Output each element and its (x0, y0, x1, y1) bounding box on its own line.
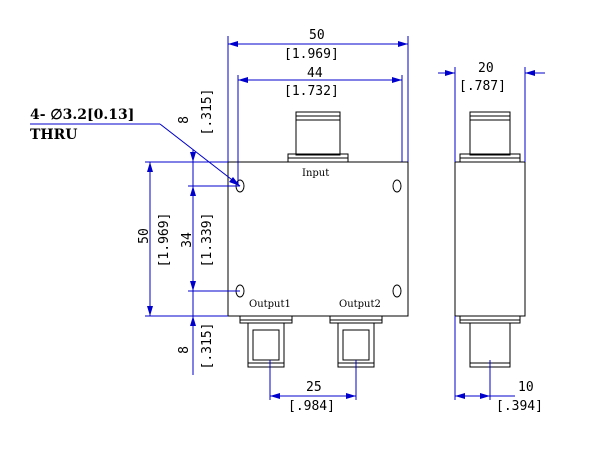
mounting-hole-top-right (392, 179, 402, 193)
front-view: Input Output1 Output2 (227, 111, 409, 368)
input-label: Input (302, 168, 329, 179)
side-body (454, 161, 526, 317)
width-mm: 50 (309, 28, 325, 43)
hole-note-line1: 4- ∅3.2[0.13] (30, 107, 134, 123)
dimensions: 50 [1.969] 44 [1.732] 20 [.787] 10 [.394… (30, 28, 545, 414)
output1-label: Output1 (249, 299, 291, 310)
top-offset-in: [.315] (200, 89, 215, 136)
height-in: [1.969] (157, 213, 172, 268)
front-body (227, 161, 409, 317)
output-spacing-in: [.984] (288, 399, 335, 414)
side-offset-mm: 10 (518, 380, 534, 395)
side-offset-in: [.394] (496, 399, 543, 414)
height-mm: 50 (137, 228, 152, 244)
input-span-mm: 44 (307, 66, 323, 81)
output2-label: Output2 (339, 299, 381, 310)
hole-note-line2: THRU (30, 127, 78, 143)
width-in: [1.969] (284, 47, 339, 62)
output1-connector (239, 315, 293, 368)
top-offset-mm: 8 (177, 116, 192, 124)
bottom-offset-in: [.315] (200, 323, 215, 370)
depth-mm: 20 (478, 61, 494, 76)
mounting-hole-bottom-right (392, 284, 402, 298)
output-spacing-mm: 25 (306, 380, 322, 395)
input-span-in: [1.732] (284, 84, 339, 99)
hole-spacing-in: [1.339] (200, 213, 215, 268)
bottom-offset-mm: 8 (177, 346, 192, 354)
output2-connector (329, 315, 383, 368)
input-connector (287, 111, 349, 163)
hole-spacing-mm: 34 (180, 232, 195, 248)
side-view (454, 111, 526, 368)
depth-in: [.787] (459, 79, 506, 94)
